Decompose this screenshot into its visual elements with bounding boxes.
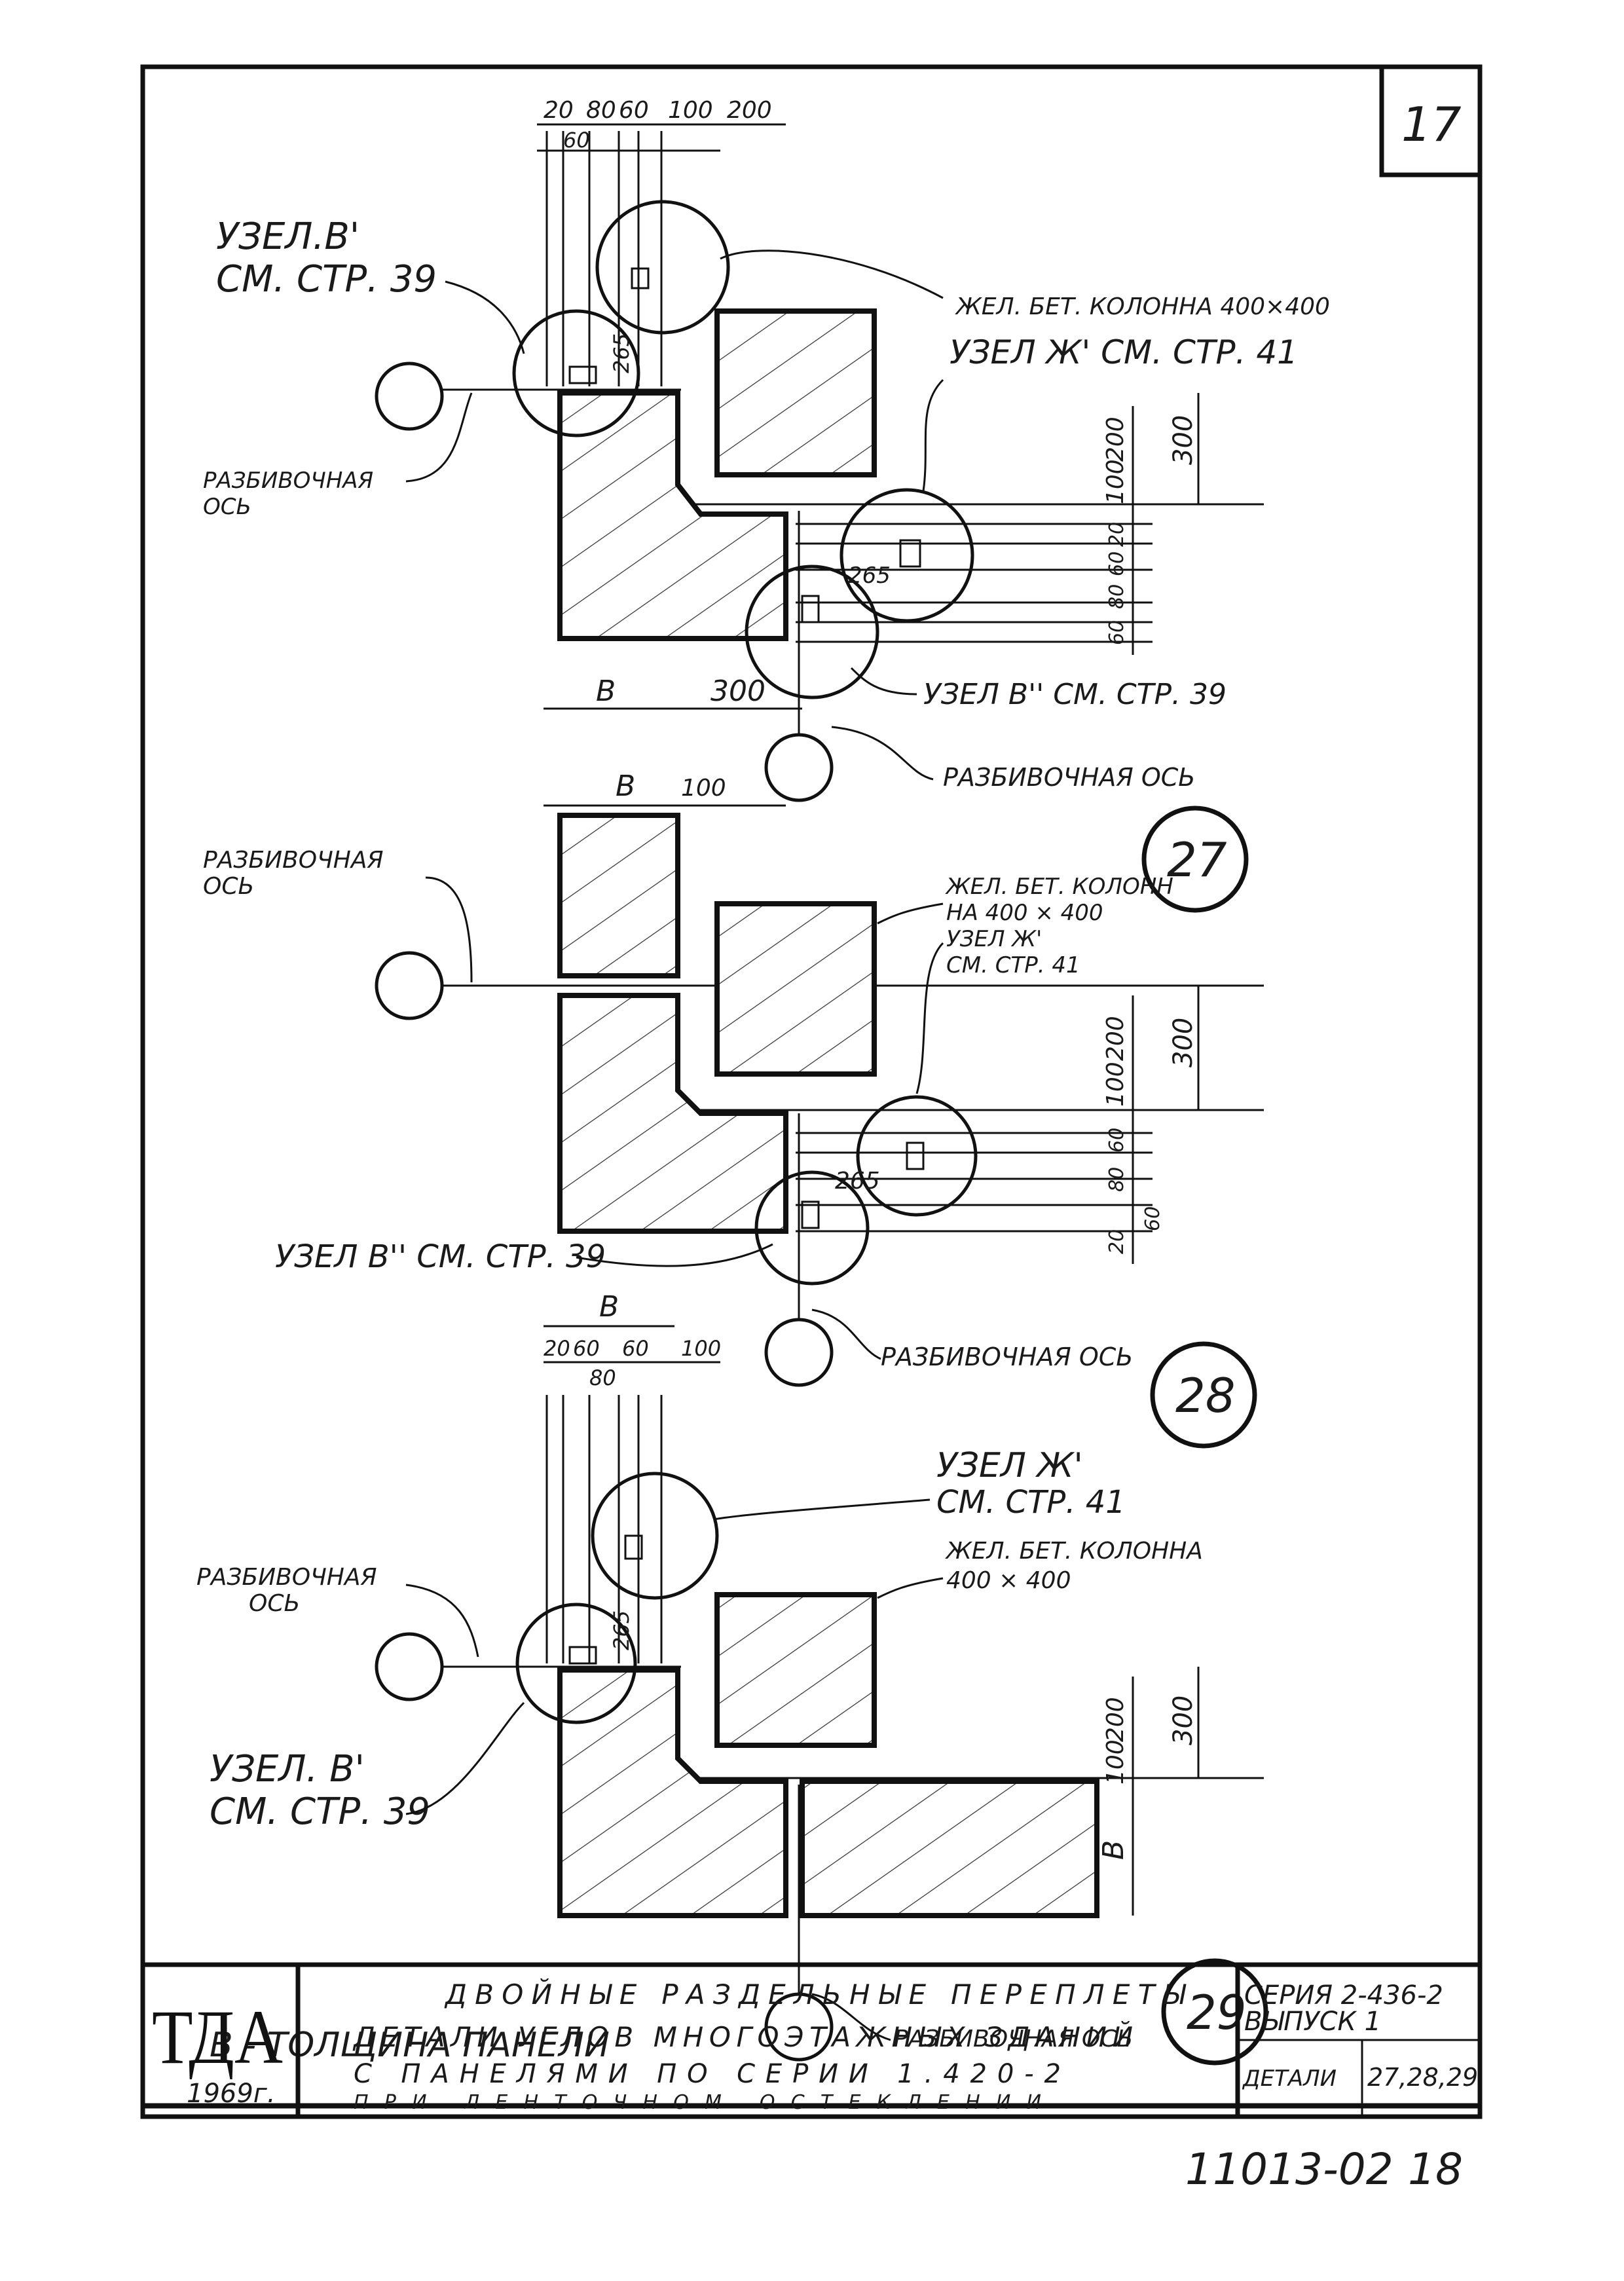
dim-265-a: 265 [609,333,634,373]
dim-28-80: 80 [589,1365,616,1390]
org-year: 1969г. [187,2079,276,2109]
detail-marker-28 [1150,1341,1257,1449]
drawing-number: 11013-02 [1185,2144,1393,2195]
dim-top-20: 20 [544,97,574,124]
label-27-uzel-b: УЗЕЛ В'' СМ. СТР. 39 [275,1238,606,1275]
dim-28-60a: 60 [573,1336,600,1361]
details-label: ДЕТАЛИ [1242,2066,1337,2092]
label-axis-left-2: ОСЬ [203,494,251,520]
page-number-box: 17 [1379,64,1483,177]
label-28-uzel-zh-2: СМ. СТР. 41 [936,1484,1126,1521]
label-axis-left-1: РАЗБИВОЧНАЯ [203,468,373,494]
dim-28-265: 265 [609,1610,634,1650]
series-label: СЕРИЯ 2-436-2 [1244,1980,1443,2011]
label-28-column-2: 400 × 400 [946,1567,1071,1594]
label-27-uzel-zh-2: СМ. СТР. 41 [946,952,1080,978]
label-27-axis-bottom: РАЗБИВОЧНАЯ ОСЬ [881,1343,1133,1371]
column-section [714,308,877,477]
dim-28-20: 20 [544,1336,570,1361]
dim-27-100r: 100 [1102,1062,1129,1107]
label-28-uzel-b-1: УЗЕЛ. В' [210,1748,365,1790]
title-line-2: ДЕТАЛИ УГЛОВ МНОГОЭТАЖНЫХ ЗДАНИЙ [352,2020,1133,2053]
details-value: 27,28,29 [1367,2063,1478,2092]
dim-right-20: 20 [1105,522,1128,547]
dim-bottom-300: 300 [710,675,766,708]
label-28-uzel-b-2: СМ. СТР. 39 [210,1790,430,1833]
dim-27-20: 20 [1105,1229,1128,1254]
label-28-uzel-zh-1: УЗЕЛ Ж' [936,1446,1083,1485]
window-frame-horizontal [796,523,1153,643]
title-line-4: ПРИ ЛЕНТОЧНОМ ОСТЕКЛЕНИИ [354,2091,1041,2114]
detail-top: 20 80 60 100 200 60 265 265 200 100 300 … [203,97,1330,802]
dim-265-b: 265 [848,563,891,589]
note-panel-thickness: В - ТОЛЩИНА ПАНЕЛИ [210,2026,610,2065]
dim-right-200: 200 [1102,417,1129,462]
label-28-axis-left-1: РАЗБИВОЧНАЯ [196,1564,377,1591]
detail-marker-27-text: 27 [1167,832,1227,887]
dim-right-60b: 60 [1105,620,1128,645]
label-28-axis-bottom: РАЗБИВОЧНАЯ ОСЬ [894,2026,1133,2052]
dim-28-60b: 60 [622,1336,649,1361]
label-uzel-b-top-1: УЗЕЛ.В' [216,215,360,258]
label-axis-bottom: РАЗБИВОЧНАЯ ОСЬ [943,763,1195,792]
dim-27-200: 200 [1102,1016,1129,1061]
label-28-axis-left-2: ОСЬ [249,1590,300,1617]
dim-top-80: 80 [586,97,616,124]
dim-top-60: 60 [619,97,649,124]
detail-27: 27 В 100 265 200 100 300 60 80 20 60 РАЗ… [203,770,1264,1387]
detail-marker-27 [1141,806,1249,913]
dim-27-80: 80 [1105,1167,1128,1192]
detail-marker-28-text: 28 [1175,1368,1236,1423]
label-27-axis-left-1: РАЗБИВОЧНАЯ [203,847,383,874]
dim-right-80: 80 [1105,584,1128,609]
label-27-uzel-zh-1: УЗЕЛ Ж' [946,926,1042,952]
label-column-top: ЖЕЛ. БЕТ. КОЛОННА 400×400 [955,293,1330,320]
dim-28-300: 300 [1168,1696,1198,1745]
dim-right-300: 300 [1168,415,1198,465]
sheet-number: 18 [1408,2144,1463,2195]
title-line-3: С ПАНЕЛЯМИ ПО СЕРИИ 1.420-2 [354,2059,1061,2089]
detail-28: 28 В 20 60 60 100 80 265 200 100 300 В [196,1290,1264,2062]
dim-27-300: 300 [1168,1018,1198,1067]
panel-section [557,390,788,641]
dim-28-200: 200 [1102,1697,1129,1742]
axis-marker-bottom [764,733,834,802]
dim-28-b-right: В [1097,1840,1130,1860]
axis-marker-left [375,362,444,431]
label-27-column-1: ЖЕЛ. БЕТ. КОЛОНН [945,874,1173,900]
label-28-column-1: ЖЕЛ. БЕТ. КОЛОННА [945,1538,1203,1565]
label-uzel-b-top-2: СМ. СТР. 39 [216,258,437,301]
org-logo: ТДА [152,1994,283,2080]
window-frame-vertical [545,131,663,386]
dim-right-60: 60 [1105,551,1128,576]
dim-bottom-b: В [596,675,616,708]
dim-27-100: 100 [681,775,726,802]
dim-top-100: 100 [668,97,713,124]
dim-28-100r: 100 [1102,1739,1129,1785]
issue-label: ВЫПУСК 1 [1244,2007,1381,2037]
dim-28-100: 100 [681,1336,721,1361]
label-27-column-2: НА 400 × 400 [946,900,1103,926]
label-uzel-zh-top: УЗЕЛ Ж' СМ. СТР. 41 [950,333,1298,371]
page-number: 17 [1401,97,1462,152]
dim-top-200: 200 [727,97,772,124]
dim-27-60b: 60 [1141,1206,1164,1231]
dim-27-265: 265 [835,1168,880,1195]
dim-28-b: В [599,1290,619,1324]
dim-top-60b: 60 [563,128,590,153]
dim-right-100: 100 [1102,459,1129,504]
dim-27-60: 60 [1105,1128,1128,1153]
label-27-axis-left-2: ОСЬ [203,873,254,900]
label-uzel-b-bottom: УЗЕЛ В'' СМ. СТР. 39 [923,678,1227,711]
detail-marker-29 [1161,1958,1268,2066]
dim-27-b: В [616,770,635,803]
